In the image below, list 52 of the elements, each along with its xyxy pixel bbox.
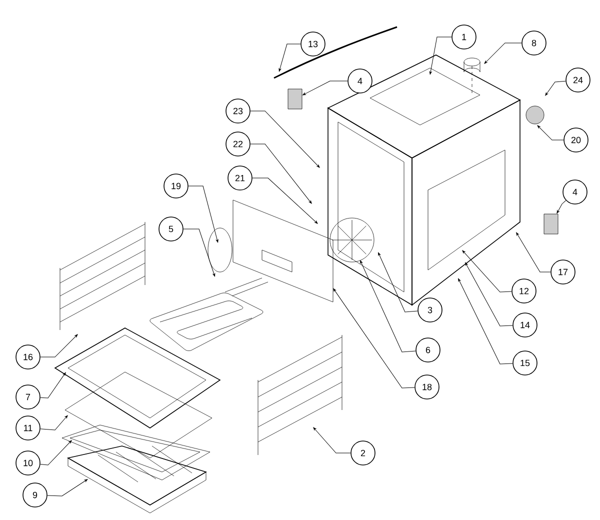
- leader-line: [458, 278, 513, 364]
- callout-number: 18: [414, 374, 440, 400]
- callout-number: 7: [16, 384, 40, 410]
- leader-line: [302, 80, 348, 96]
- callout-number: 8: [522, 30, 546, 56]
- callout-number: 3: [418, 298, 442, 322]
- leader-line: [360, 260, 416, 352]
- callout-number: 11: [16, 416, 40, 440]
- leader-line: [537, 125, 564, 140]
- callout-number: 9: [22, 482, 48, 508]
- callout-number: 2: [350, 440, 376, 466]
- leader-line: [183, 228, 216, 277]
- callout-number: 19: [164, 174, 188, 198]
- callout-number: 24: [566, 68, 590, 92]
- leader-line: [40, 372, 66, 398]
- leader-line: [250, 110, 320, 168]
- leader-line: [40, 415, 68, 430]
- callout-number: 23: [226, 98, 250, 124]
- leader-line: [556, 200, 566, 214]
- callout-number: 4: [562, 180, 588, 204]
- bracket: [288, 88, 302, 110]
- leader-line: [429, 36, 452, 75]
- leader-line: [252, 178, 318, 224]
- callout-number: 12: [512, 278, 536, 304]
- callout-number: 20: [564, 128, 588, 152]
- callout-number: 13: [300, 32, 326, 56]
- leader-line: [40, 440, 72, 466]
- callout-number: 14: [512, 312, 538, 338]
- callout-number: 21: [228, 166, 252, 190]
- leader-line: [333, 288, 415, 388]
- callout-number: 5: [158, 216, 184, 242]
- leader-line: [40, 334, 78, 358]
- callout-number: 17: [550, 260, 576, 284]
- leader-line: [47, 479, 88, 496]
- callout-number: 16: [16, 344, 40, 370]
- leader-line: [278, 44, 301, 72]
- callout-number: 4: [348, 68, 372, 94]
- leader-line: [250, 144, 312, 204]
- leader-line: [545, 80, 566, 96]
- bracket: [544, 214, 558, 234]
- leader-line: [188, 186, 218, 243]
- callout-number: 10: [16, 450, 40, 476]
- leader-line: [462, 250, 512, 292]
- callout-number: 1: [452, 24, 476, 50]
- leader-line: [484, 42, 522, 64]
- leader-line: [313, 427, 351, 454]
- callout-number: 6: [416, 338, 440, 362]
- callout-number: 15: [512, 350, 538, 376]
- leader-line: [378, 252, 418, 312]
- leader-line: [465, 262, 513, 326]
- leader-line: [516, 232, 551, 272]
- callout-number: 22: [226, 132, 250, 156]
